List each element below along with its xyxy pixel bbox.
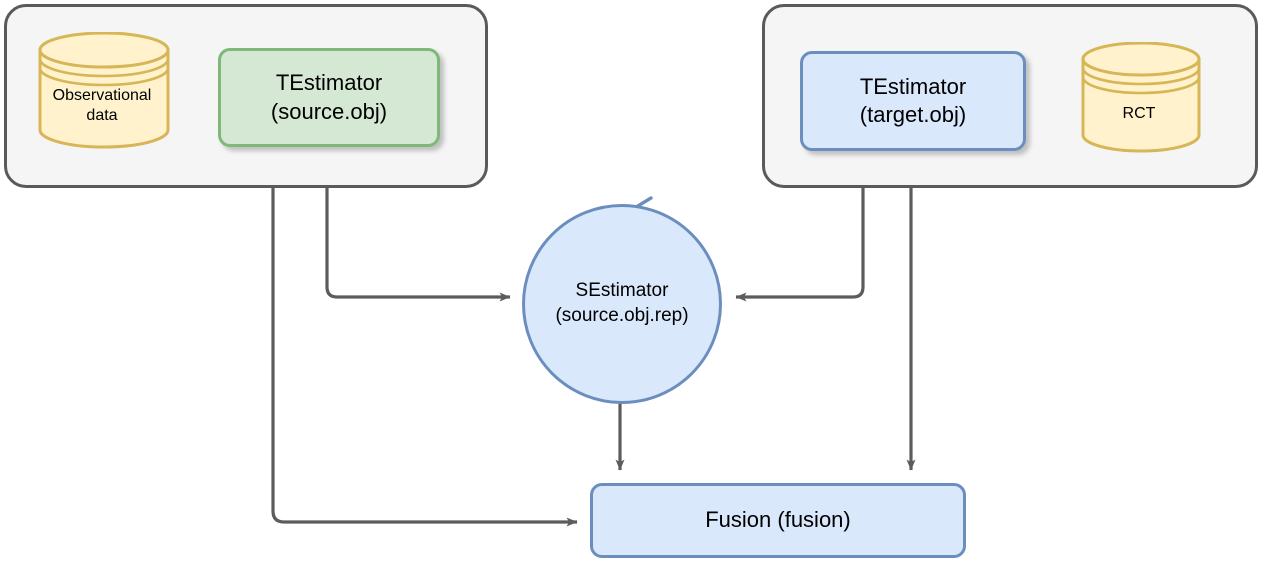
rct-data-cylinder[interactable]: RCT [1081,41,1201,153]
source-estimator-node[interactable]: TEstimator (source.obj) [218,48,440,147]
source-estimator-label-line2: (source.obj) [270,98,388,124]
fusion-node[interactable]: Fusion (fusion) [590,483,966,558]
target-estimator-label-line1: TEstimator [859,73,967,99]
s-estimator-node[interactable]: SEstimator (source.obj.rep) [522,204,722,404]
observational-data-shape [38,31,170,149]
s-estimator-label-line2: (source.obj.rep) [555,305,689,326]
observational-data-cylinder[interactable]: Observational data [38,31,170,149]
s-estimator-label-line1: SEstimator [575,280,669,302]
target-estimator-label-line2: (target.obj) [859,102,967,127]
fusion-label: Fusion (fusion) [705,507,851,533]
source-estimator-label-line1: TEstimator [275,70,383,96]
rct-data-shape [1081,41,1201,153]
target-estimator-node[interactable]: TEstimator (target.obj) [800,51,1026,151]
